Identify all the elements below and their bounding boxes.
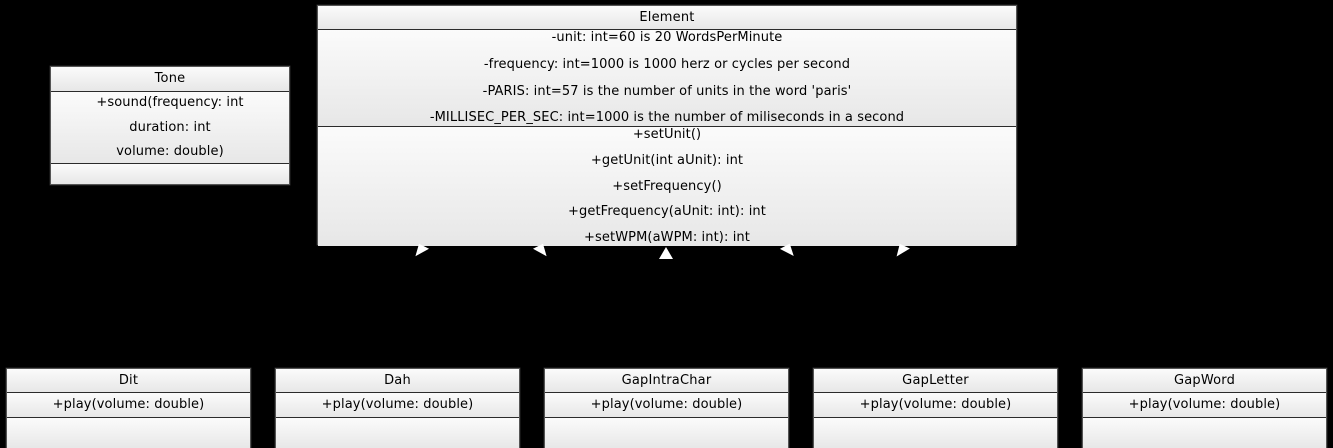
class-name-gapword: GapWord [1173, 372, 1236, 388]
class-operations-compartment-gapword: +play(volume: double) [1083, 392, 1326, 417]
class-operations-compartment-gapletter: +play(volume: double) [814, 392, 1057, 417]
class-empty-compartment-gapintrachar [545, 417, 788, 448]
class-name-dah: Dah [384, 372, 411, 388]
operation-line: +play(volume: double) [590, 397, 743, 413]
class-title-compartment: GapIntraChar [545, 369, 788, 392]
operation-line: +play(volume: double) [52, 397, 205, 413]
class-box-dit[interactable]: Dit +play(volume: double) [6, 368, 251, 448]
class-title-compartment: Dah [276, 369, 519, 392]
class-attributes-compartment-element: -unit: int=60 is 20 WordsPerMinute -freq… [318, 29, 1016, 126]
operation-line: +getFrequency(aUnit: int): int [568, 204, 766, 220]
class-name-tone: Tone [154, 71, 186, 87]
class-name-gapintrachar: GapIntraChar [621, 372, 712, 388]
class-operations-compartment-gapintrachar: +play(volume: double) [545, 392, 788, 417]
class-members-compartment-tone: +sound(frequency: int duration: int volu… [51, 91, 289, 163]
member-line: duration: int [129, 119, 211, 135]
class-box-gapword[interactable]: GapWord +play(volume: double) [1082, 368, 1327, 448]
operation-line: +getUnit(int aUnit): int [590, 153, 744, 169]
operation-line: +setUnit() [632, 127, 702, 143]
generalization-arrowhead-gapword [896, 243, 911, 260]
attribute-line: -unit: int=60 is 20 WordsPerMinute [551, 30, 783, 46]
attribute-line: -frequency: int=1000 is 1000 herz or cyc… [483, 56, 851, 72]
operation-line: +play(volume: double) [859, 397, 1012, 413]
operation-line: +play(volume: double) [321, 397, 474, 413]
class-box-element[interactable]: Element -unit: int=60 is 20 WordsPerMinu… [317, 5, 1017, 246]
operation-line: +setFrequency() [612, 178, 722, 194]
class-empty-compartment-dah [276, 417, 519, 448]
class-operations-compartment-dah: +play(volume: double) [276, 392, 519, 417]
class-title-compartment: Dit [7, 369, 250, 392]
member-line: +sound(frequency: int [96, 95, 244, 111]
member-line: volume: double) [116, 144, 224, 160]
class-box-gapletter[interactable]: GapLetter +play(volume: double) [813, 368, 1058, 448]
class-name-dit: Dit [118, 372, 139, 388]
class-name-element: Element [639, 9, 695, 25]
operation-line: +play(volume: double) [1128, 397, 1281, 413]
class-title-compartment: GapLetter [814, 369, 1057, 392]
generalization-arrowhead-gapintrachar [659, 247, 673, 259]
class-empty-compartment-dit [7, 417, 250, 448]
class-title-compartment: Element [318, 6, 1016, 29]
class-operations-compartment-element: +setUnit() +getUnit(int aUnit): int +set… [318, 126, 1016, 246]
class-title-compartment: GapWord [1083, 369, 1326, 392]
class-empty-compartment-tone [51, 163, 289, 184]
class-box-gapintrachar[interactable]: GapIntraChar +play(volume: double) [544, 368, 789, 448]
class-empty-compartment-gapword [1083, 417, 1326, 448]
attribute-line: -PARIS: int=57 is the number of units in… [482, 83, 852, 99]
class-operations-compartment-dit: +play(volume: double) [7, 392, 250, 417]
attribute-line: -MILLISEC_PER_SEC: int=1000 is the numbe… [429, 110, 905, 126]
class-box-dah[interactable]: Dah +play(volume: double) [275, 368, 520, 448]
generalization-arrowhead-dit [415, 243, 430, 260]
class-empty-compartment-gapletter [814, 417, 1057, 448]
operation-line: +setWPM(aWPM: int): int [584, 229, 750, 245]
generalization-arrowhead-dah [532, 243, 547, 260]
class-name-gapletter: GapLetter [902, 372, 969, 388]
class-box-tone[interactable]: Tone +sound(frequency: int duration: int… [50, 66, 290, 185]
class-title-compartment: Tone [51, 67, 289, 91]
